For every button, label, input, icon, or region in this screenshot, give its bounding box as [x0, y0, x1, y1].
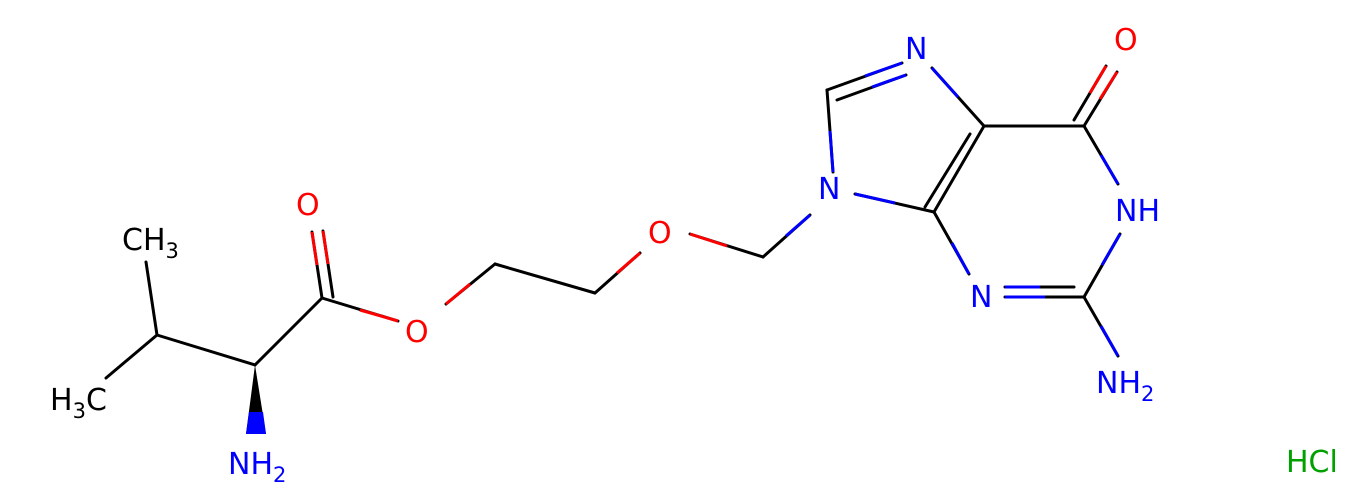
bond-o-red-1: [310, 231, 319, 266]
bond-o-red-8: [1088, 65, 1108, 94]
bond-o-red-7: [1098, 71, 1119, 100]
bond-n-blue-5: [930, 66, 960, 99]
label-alpha-amine: NH2: [228, 447, 286, 487]
colored-bond-segments: [310, 61, 1122, 357]
label-ester-oxygen: O: [405, 315, 429, 350]
label-methyl-top: CH3: [122, 223, 179, 263]
label-hcl-salt: HCl: [1286, 445, 1338, 480]
bond-n-blue-8: [1100, 233, 1122, 266]
bond-ch-alpha: [155, 333, 257, 367]
stereo-wedge-blue-tip: [246, 412, 266, 434]
bond-ch2-ch2: [493, 262, 597, 295]
label-n1h: NH: [1115, 194, 1160, 229]
bond-n-blue-6: [854, 192, 896, 205]
atom-labels: CH3 H3C O O O NH2 N N N NH O NH2 HCl: [50, 23, 1338, 487]
label-carbonyl-oxygen: O: [296, 188, 320, 223]
bond-c5-c4-b: [923, 132, 972, 209]
bond-o-red-6: [689, 232, 728, 248]
label-n7: N: [905, 32, 927, 67]
label-n9: N: [818, 172, 840, 207]
bond-n-blue-2: [828, 130, 835, 173]
bond-alpha-carbonyl: [253, 296, 324, 367]
bond-n-blue-4: [871, 73, 907, 89]
bond-o-red-2: [321, 230, 330, 265]
bonds: [104, 61, 1122, 380]
bond-n-blue-12: [1099, 325, 1120, 357]
bond-c5-c4-a: [932, 124, 986, 214]
bond-ch3left-ch: [104, 333, 159, 380]
label-c6-oxygen: O: [1114, 23, 1138, 58]
bond-n-blue-1: [785, 213, 811, 238]
label-c2-amine: NH2: [1096, 366, 1154, 406]
label-methyl-left: H3C: [50, 383, 107, 423]
label-n3: N: [970, 280, 992, 315]
bond-n-blue-3: [864, 61, 903, 78]
bond-o-red-5: [616, 251, 641, 275]
label-ether-oxygen: O: [648, 216, 672, 251]
bond-n-blue-7: [1099, 154, 1120, 185]
bond-o-red-3: [359, 308, 399, 323]
bond-ch3top-ch: [144, 260, 159, 337]
bond-n-blue-11: [950, 242, 971, 275]
bond-o-red-4: [445, 282, 471, 306]
